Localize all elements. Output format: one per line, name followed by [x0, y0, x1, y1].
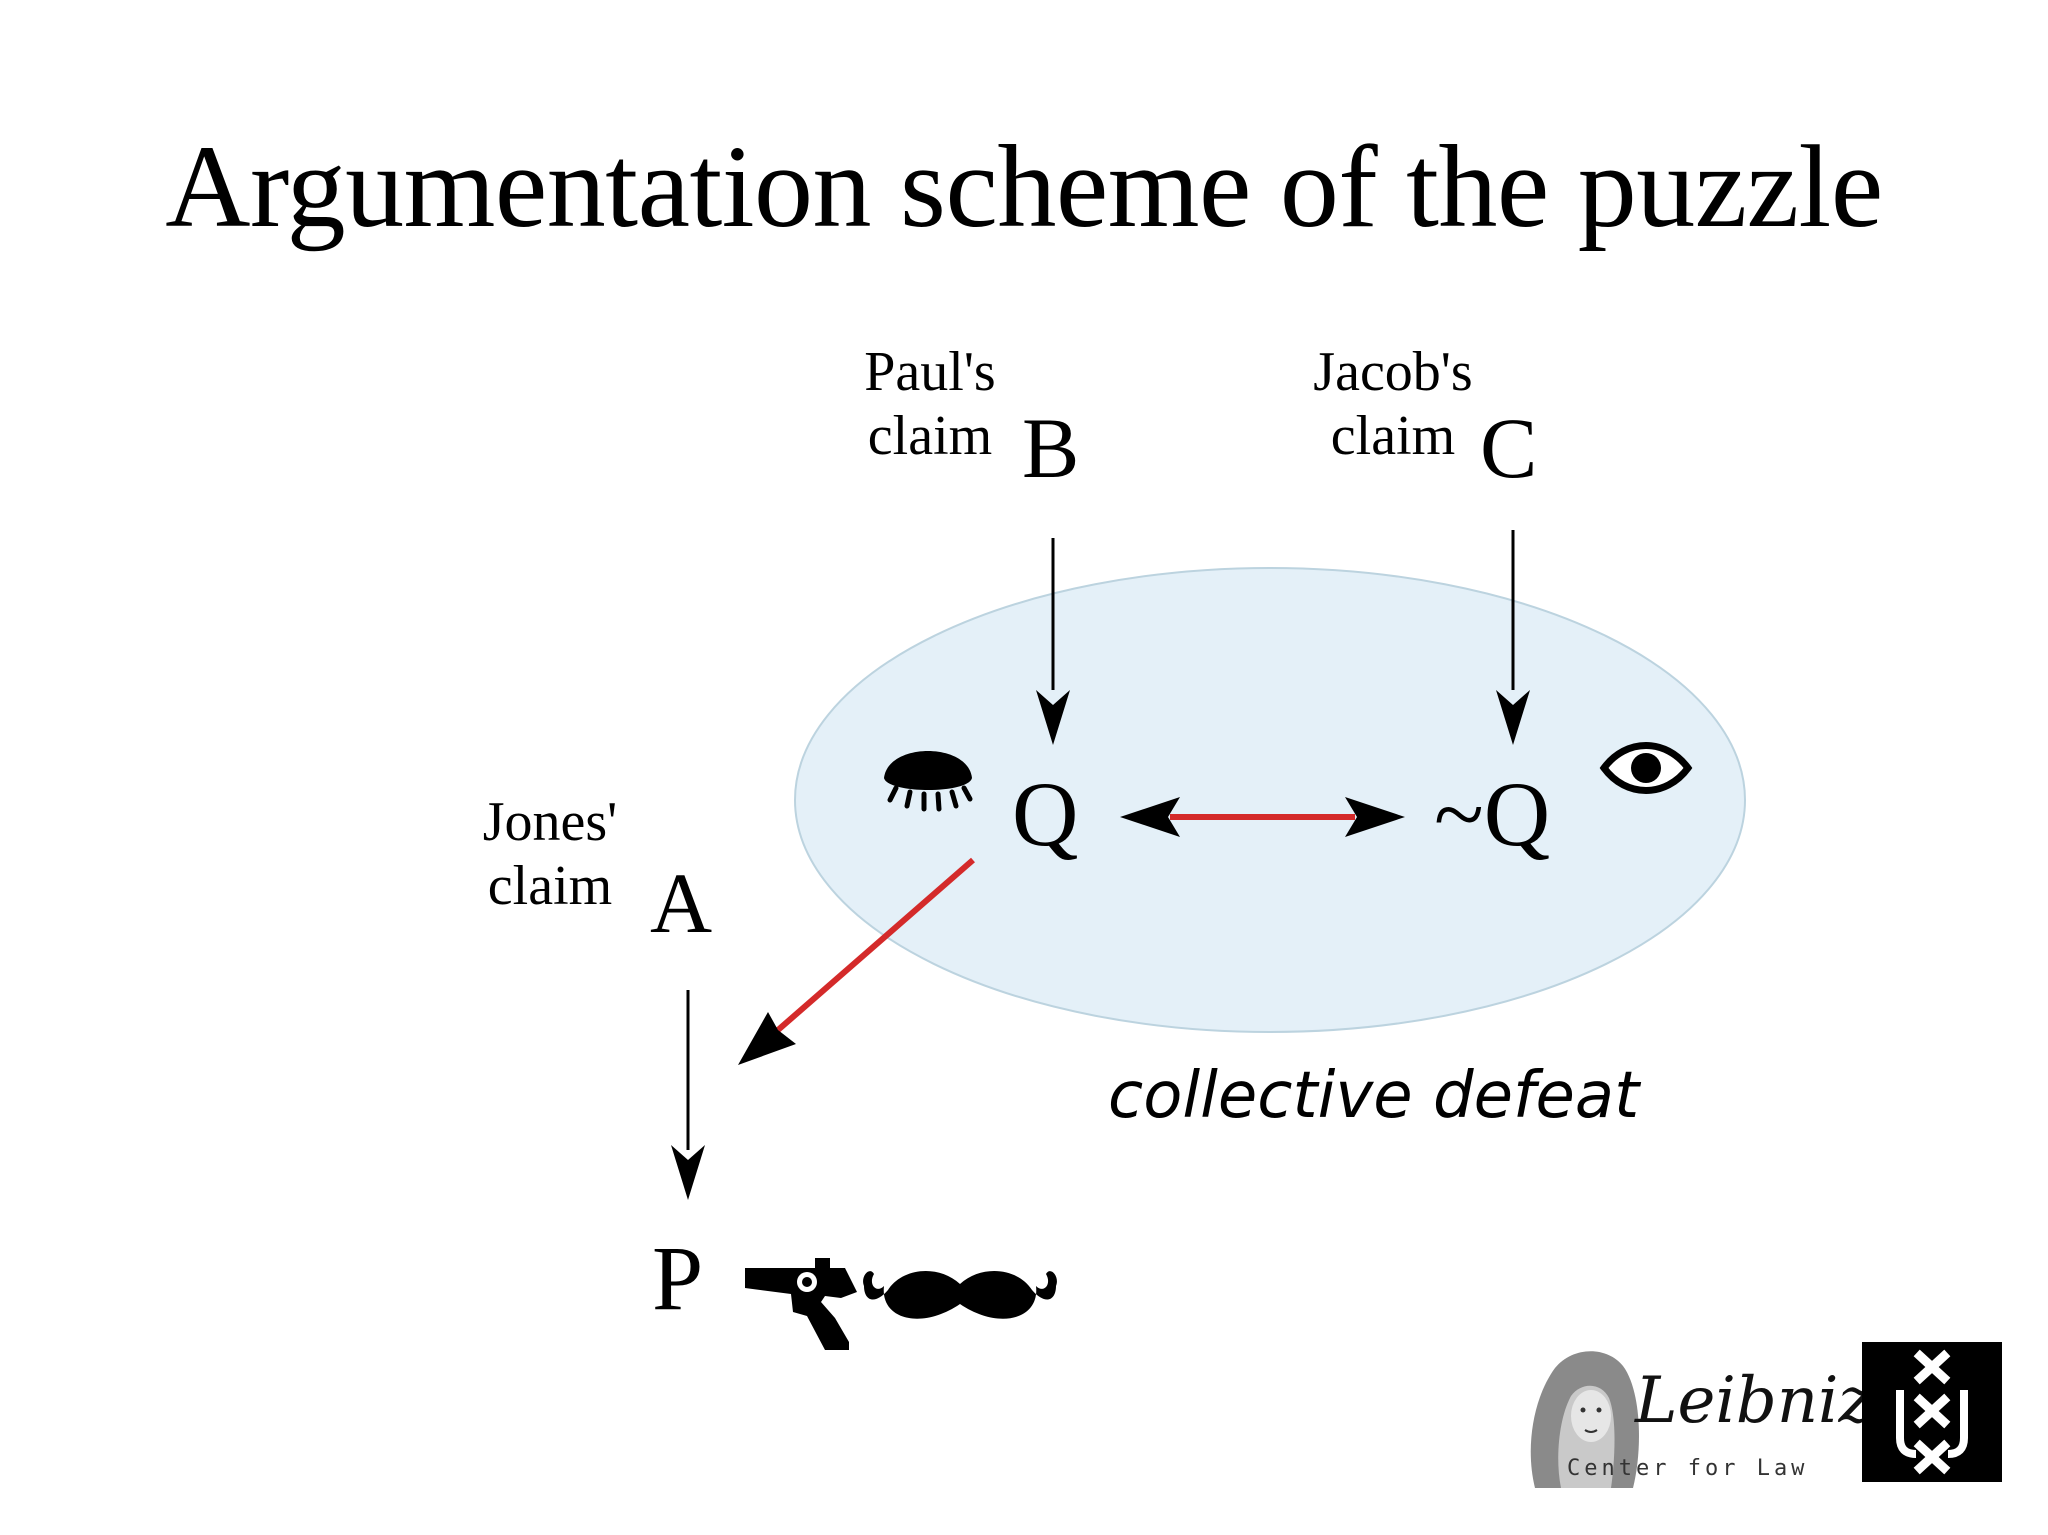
mustache-icon — [863, 1271, 1057, 1319]
node-c: C — [1480, 400, 1538, 496]
jones-claim-line1: Jones' — [482, 791, 618, 853]
closed-eye-icon — [884, 751, 973, 812]
node-b: B — [1022, 400, 1080, 496]
revolver-icon — [745, 1258, 857, 1350]
pauls-claim-line1: Paul's — [864, 341, 996, 403]
node-q: Q — [1012, 763, 1079, 865]
jacobs-claim-label: Jacob's claim — [1288, 340, 1498, 468]
jones-claim-label: Jones' claim — [450, 790, 650, 918]
leibniz-subtitle: Center for Law — [1567, 1456, 1809, 1481]
pauls-claim-label: Paul's claim — [830, 340, 1030, 468]
leibniz-logo: Leibniz Center for Law — [1515, 1338, 1872, 1488]
attack-arrow-q-ap — [738, 857, 975, 1065]
support-arrow-b-q — [1036, 538, 1070, 745]
leibniz-script: Leibniz — [1635, 1364, 1873, 1438]
jacobs-claim-line1: Jacob's — [1313, 341, 1473, 403]
pauls-claim-line2: claim — [867, 405, 993, 467]
open-eye-icon — [1599, 742, 1693, 794]
collective-defeat-ellipse — [794, 567, 1746, 1033]
node-p: P — [652, 1227, 704, 1329]
support-arrow-c-notq — [1496, 530, 1530, 745]
jones-claim-line2: claim — [487, 855, 613, 917]
attack-arrow-q-notq — [1120, 797, 1405, 837]
uva-logo-icon — [1862, 1342, 2002, 1482]
node-not-q: ~Q — [1434, 763, 1551, 865]
jacobs-claim-line2: claim — [1330, 405, 1456, 467]
leibniz-portrait-icon — [1530, 1351, 1639, 1488]
support-arrow-a-p — [671, 990, 705, 1200]
collective-defeat-caption: collective defeat — [1108, 1059, 1640, 1133]
page-title: Argumentation scheme of the puzzle — [165, 121, 1883, 252]
node-a: A — [650, 855, 713, 951]
